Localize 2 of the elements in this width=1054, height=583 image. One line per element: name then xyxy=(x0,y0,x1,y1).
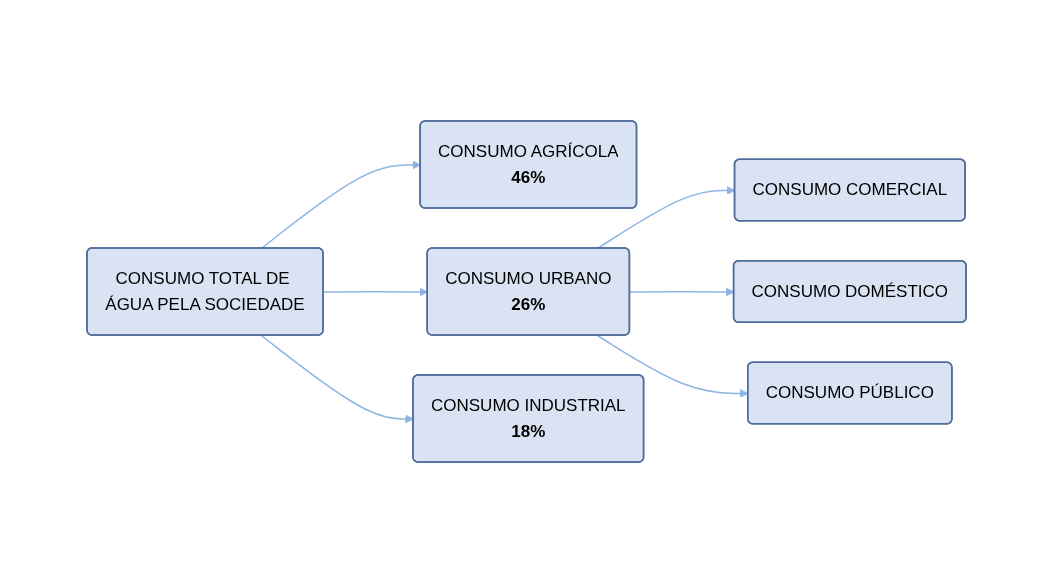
arrow xyxy=(629,287,735,297)
arrow xyxy=(597,186,736,250)
